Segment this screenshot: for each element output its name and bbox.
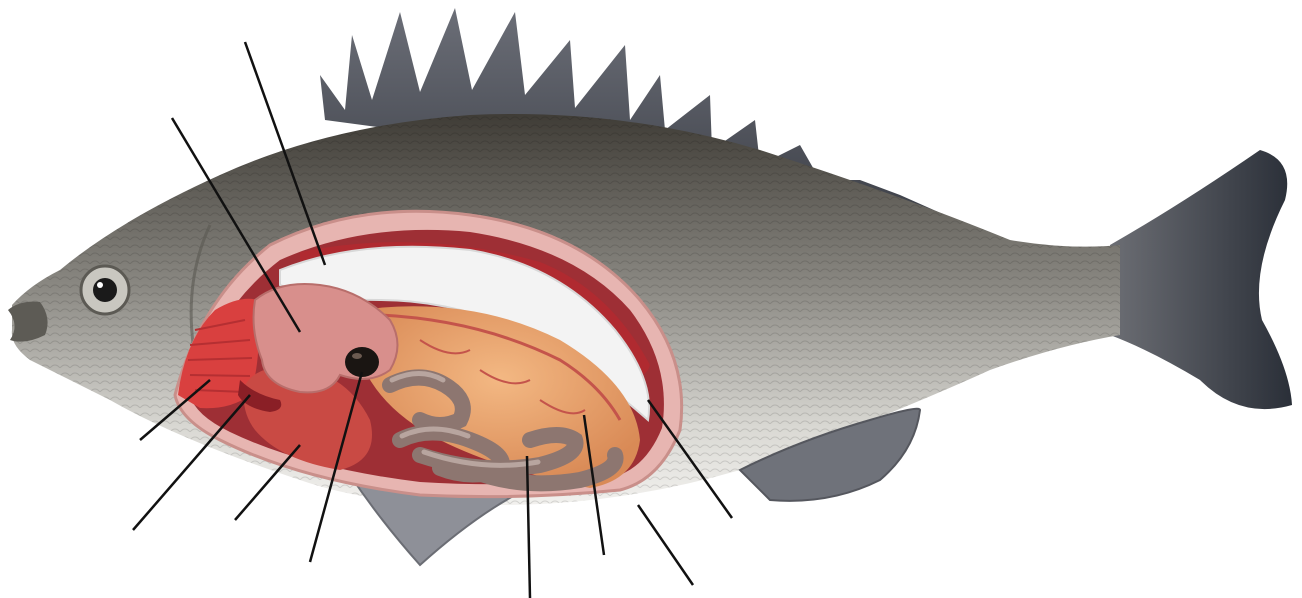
- leader-line-anus: [638, 505, 693, 585]
- tail-fin: [1110, 150, 1292, 409]
- gall-bladder-highlight: [352, 353, 362, 359]
- eye-icon: [81, 266, 129, 314]
